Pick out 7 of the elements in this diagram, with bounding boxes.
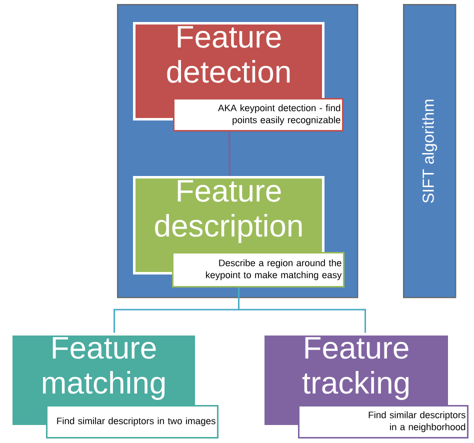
connector-line bbox=[238, 288, 366, 333]
caption-box: AKA keypoint detection - find points easily recognizable bbox=[173, 98, 344, 132]
label-band: SIFT algorithm bbox=[403, 4, 456, 298]
caption-box: Find similar descriptors in two images bbox=[46, 404, 218, 438]
caption-box: Describe a region around the keypoint to make matching easy bbox=[172, 252, 344, 288]
connector-line bbox=[228, 132, 230, 176]
caption-box: Find similar descriptors in a neighborhood bbox=[298, 404, 468, 438]
